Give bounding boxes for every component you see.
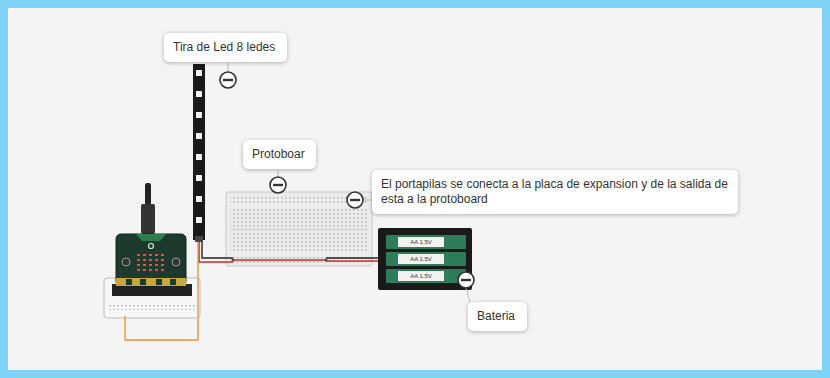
led-matrix <box>137 254 164 271</box>
callout-box: Protoboar <box>243 140 316 169</box>
battery-label: AA 1.5V <box>410 239 432 246</box>
callout-text: El portapilas se conecta a la placa de e… <box>381 177 729 207</box>
callout-box: Bateria <box>468 302 527 331</box>
callout-text: Protoboar <box>252 147 307 162</box>
microbit-board <box>116 234 186 286</box>
callout-box: Tira de Led 8 ledes <box>164 33 287 62</box>
leader-line <box>228 63 229 72</box>
led-strip <box>193 64 205 240</box>
signal-wire <box>125 242 198 340</box>
usb-cable <box>145 183 151 205</box>
battery-wire-red <box>326 260 380 261</box>
callout-icon <box>220 72 236 88</box>
ground-wire <box>202 242 233 258</box>
battery-label: AA 1.5V <box>410 256 432 263</box>
callout-icon <box>270 177 286 193</box>
workspace <box>8 8 822 370</box>
strip-leds <box>196 70 202 223</box>
callout-icon <box>347 192 363 208</box>
callout-box: El portapilas se conecta a la placa de e… <box>372 170 738 214</box>
callout-text: Tira de Led 8 ledes <box>173 40 278 55</box>
battery-label: AA 1.5V <box>410 273 432 280</box>
expansion-pins <box>108 304 196 310</box>
battery-cell <box>386 269 466 283</box>
power-wire <box>199 242 233 262</box>
battery-wire-black <box>326 257 380 258</box>
leader-line <box>363 200 372 201</box>
battery-cell <box>386 235 466 249</box>
callout-icon <box>458 272 474 288</box>
battery-cell <box>386 252 466 266</box>
leader-line <box>466 288 470 302</box>
breadboard <box>226 192 372 266</box>
callout-text: Bateria <box>477 309 518 324</box>
usb-plug <box>141 204 155 234</box>
leader-line <box>278 170 279 177</box>
expansion-board <box>104 278 200 318</box>
